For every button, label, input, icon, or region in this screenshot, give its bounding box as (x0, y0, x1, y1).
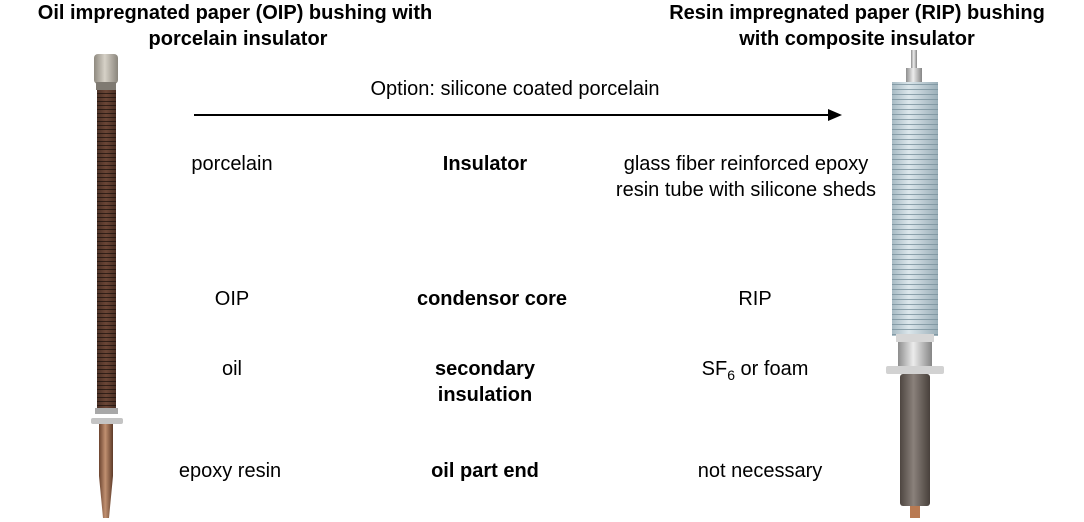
sf6-prefix: SF (701, 358, 728, 380)
right-title-line1: Resin impregnated paper (RIP) bushing (669, 2, 1045, 24)
row-label-insulator: Insulator (442, 153, 528, 175)
left-title-line1: Oil impregnated paper (OIP) bushing with (37, 2, 433, 24)
sf6-subscript: 6 (727, 367, 735, 383)
left-condensor-core: OIP (214, 288, 250, 310)
row-label-oil-part-end: oil part end (431, 460, 539, 482)
left-title-line2: porcelain insulator (148, 28, 328, 50)
row-label-secondary-line2: insulation (437, 384, 533, 406)
sf6-suffix: or foam (735, 358, 809, 380)
right-insulator-line2: resin tube with silicone sheds (615, 179, 877, 201)
row-label-secondary-line1: secondary (434, 358, 536, 380)
row-label-condensor-core: condensor core (416, 288, 568, 310)
right-oil-part-end: not necessary (697, 460, 823, 482)
arrow-right-icon (194, 109, 842, 121)
right-insulator-line1: glass fiber reinforced epoxy (623, 153, 869, 175)
left-oil-part-end: epoxy resin (178, 460, 282, 482)
left-secondary-insulation: oil (221, 358, 242, 380)
rip-bushing-image (886, 50, 944, 518)
right-title: Resin impregnated paper (RIP) bushing wi… (630, 0, 1084, 52)
option-label: Option: silicone coated porcelain (370, 78, 660, 100)
left-title: Oil impregnated paper (OIP) bushing with… (0, 0, 470, 52)
right-condensor-core: RIP (738, 288, 772, 310)
row-label-secondary-insulation: secondary insulation (385, 356, 585, 408)
right-title-line2: with composite insulator (739, 28, 975, 50)
left-insulator: porcelain (191, 153, 273, 175)
oip-bushing-image (91, 54, 123, 518)
right-secondary-insulation: SF6 or foam (660, 356, 850, 388)
right-insulator: glass fiber reinforced epoxy resin tube … (590, 151, 902, 203)
